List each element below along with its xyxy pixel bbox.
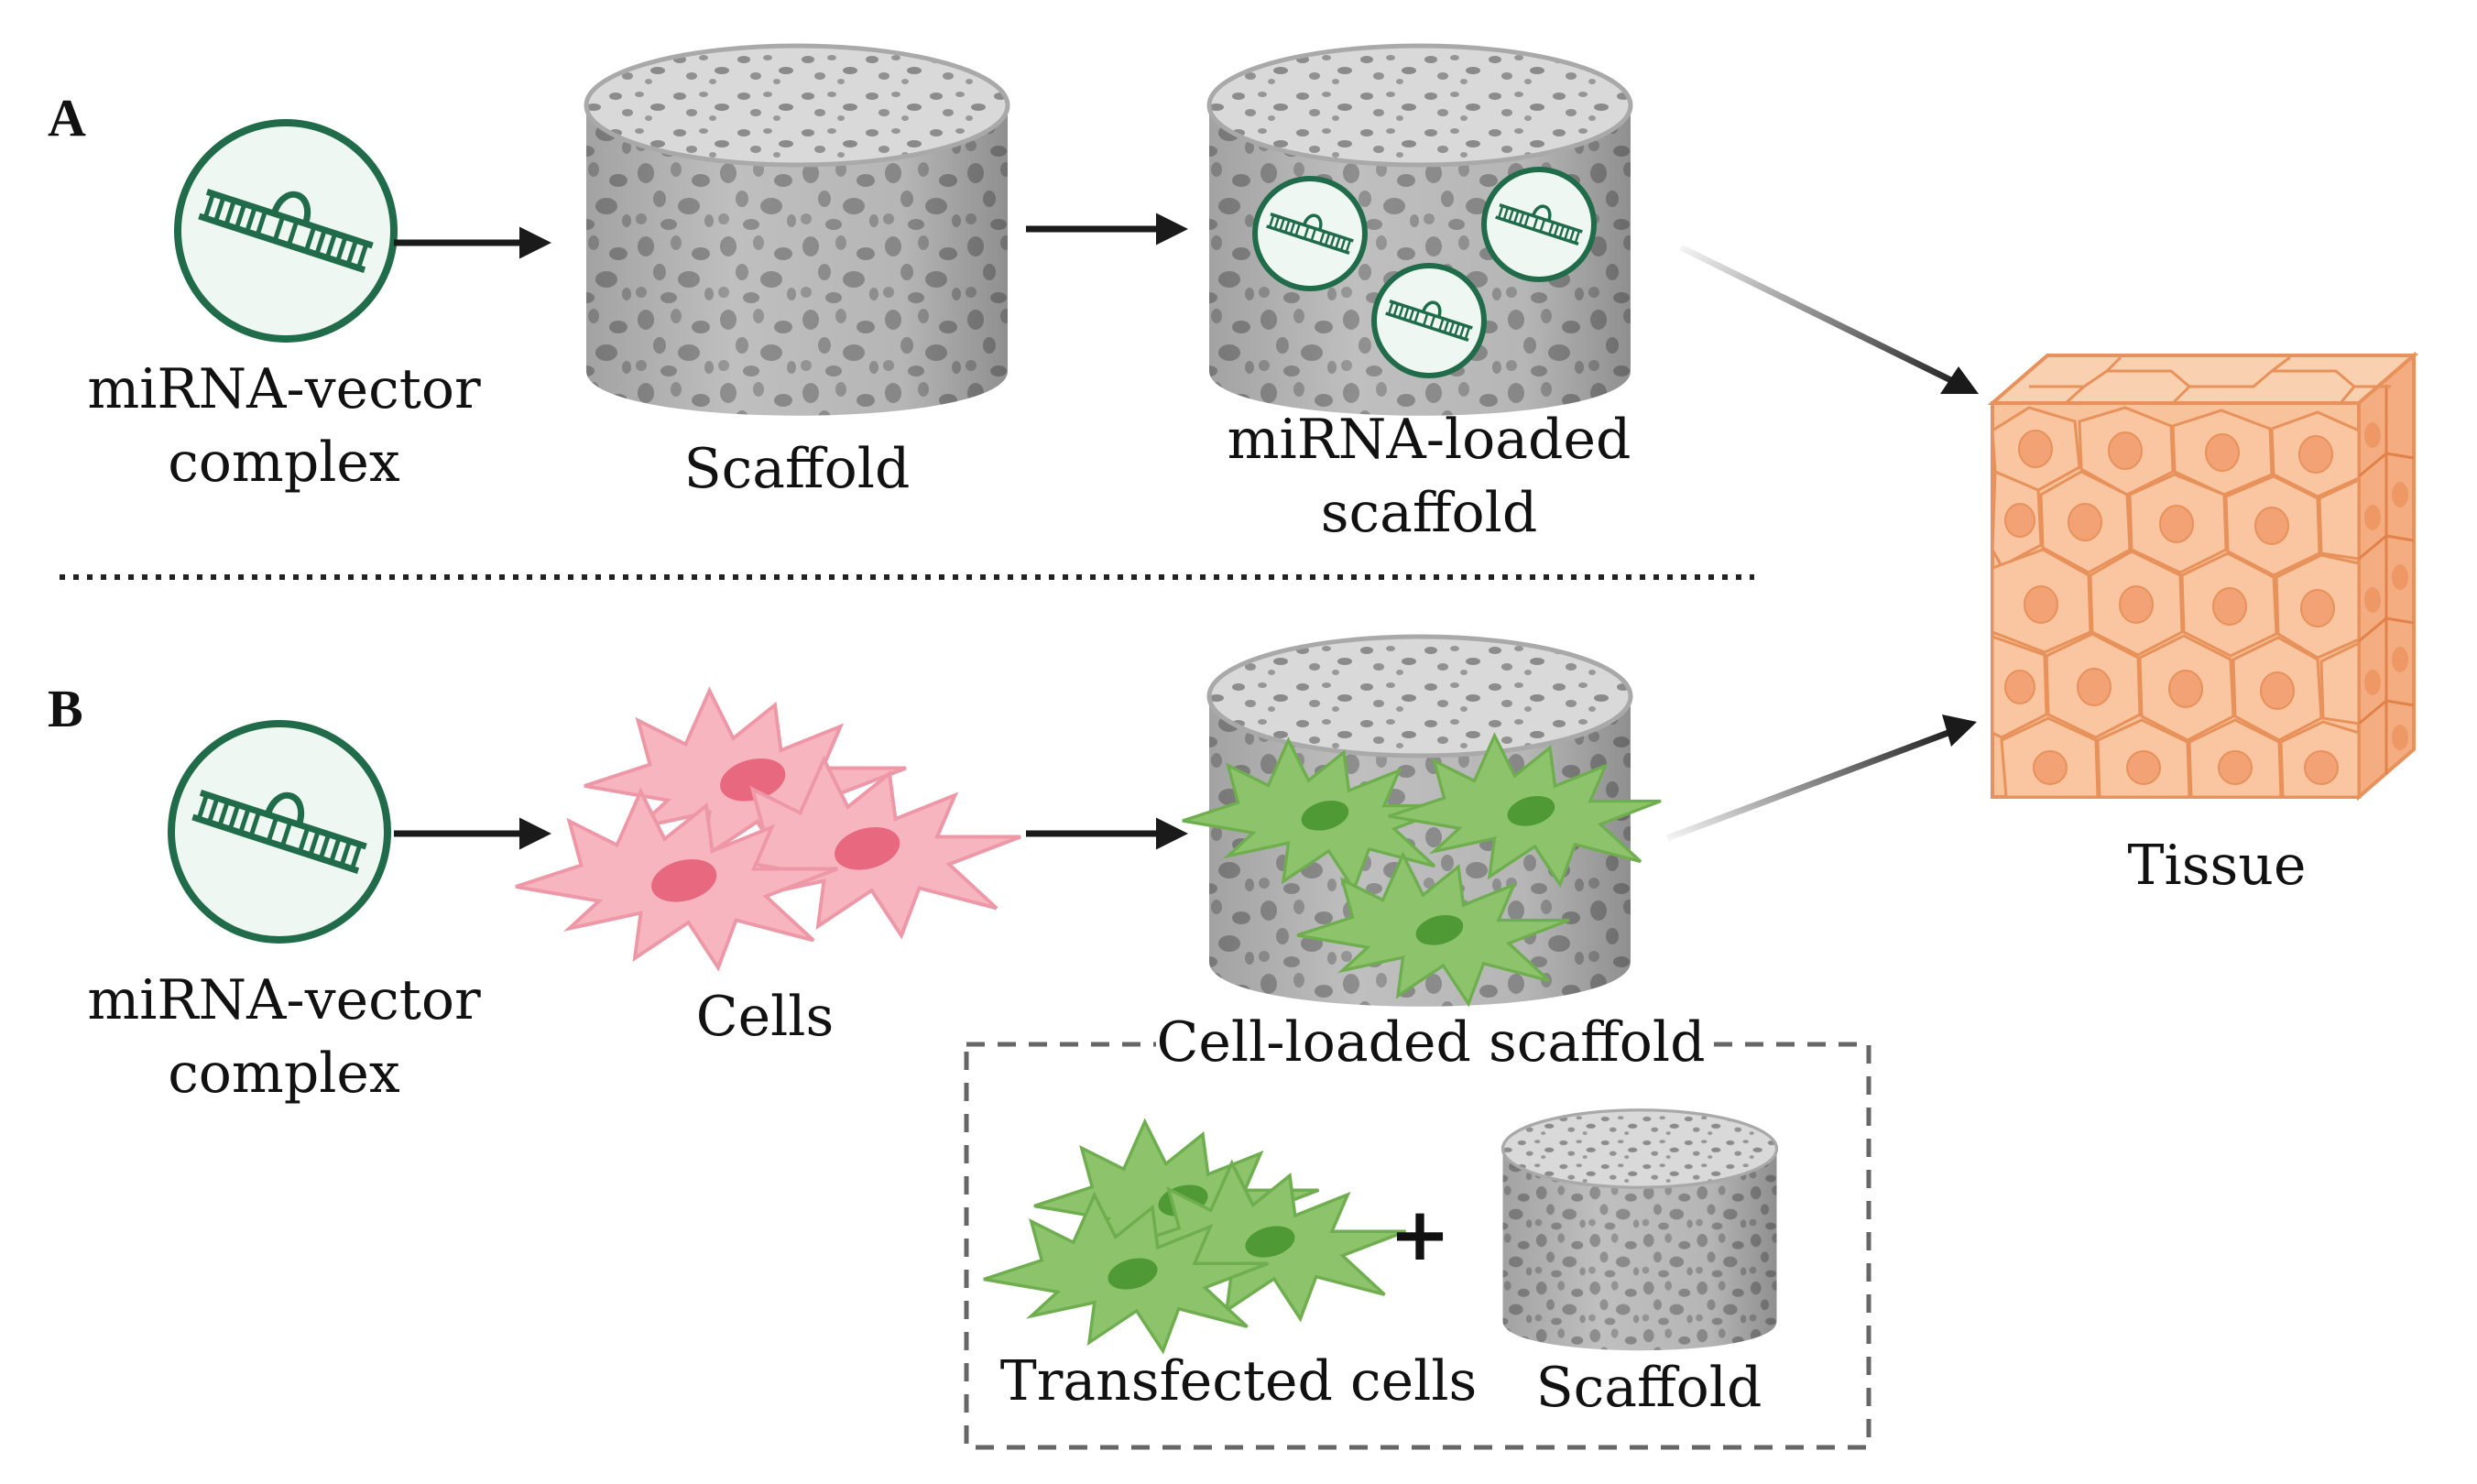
label-inset-scaffold: Scaffold	[1536, 1356, 1762, 1420]
label-b-cell-loaded: Cell-loaded scaffold	[1156, 1010, 1705, 1075]
arrow-a-to-tissue	[1679, 244, 1971, 393]
label-tissue: Tissue	[2128, 834, 2307, 898]
plus-sign: +	[1389, 1192, 1450, 1277]
scaffold-icon	[586, 46, 1008, 416]
label-a-loaded-line2: scaffold	[1321, 481, 1538, 545]
label-inset-transfected: Transfected cells	[1000, 1349, 1478, 1413]
transfected-cells-icon	[982, 1119, 1408, 1353]
panel-b-label: B	[48, 679, 83, 738]
arrow-b-to-tissue	[1665, 725, 1962, 842]
label-a-vector-line1: miRNA-vector	[87, 357, 481, 421]
tissue-cube-icon	[1987, 351, 2419, 802]
mirna-loaded-scaffold-icon	[1209, 46, 1631, 416]
label-b-vector-line2: complex	[168, 1042, 400, 1106]
mirna-vector-complex-icon	[174, 119, 398, 343]
label-a-loaded-line1: miRNA-loaded	[1228, 408, 1631, 472]
label-a-vector-line2: complex	[168, 431, 400, 495]
label-b-vector-line1: miRNA-vector	[87, 968, 481, 1032]
cell-loaded-scaffold-icon	[1181, 637, 1663, 1007]
cells-icon	[514, 689, 1022, 970]
label-b-cells: Cells	[696, 985, 835, 1049]
label-a-scaffold: Scaffold	[684, 437, 911, 501]
panel-a-label: A	[48, 88, 86, 147]
mirna-vector-complex-b-icon	[168, 720, 391, 944]
inset-scaffold-icon	[1500, 1108, 1779, 1352]
